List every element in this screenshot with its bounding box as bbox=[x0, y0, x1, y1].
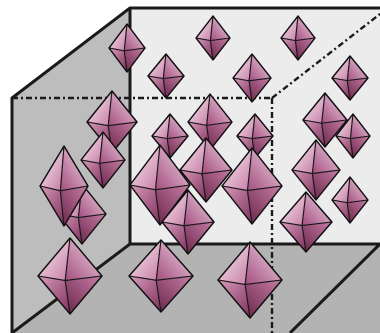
crystal-outline bbox=[302, 92, 348, 148]
crystal-11 bbox=[302, 92, 348, 148]
crystal-19 bbox=[129, 144, 191, 226]
crystal-9 bbox=[151, 113, 189, 159]
crystal-1 bbox=[108, 23, 146, 73]
crystal-20 bbox=[221, 147, 283, 225]
crystal-outline bbox=[331, 176, 369, 224]
crystal-outline bbox=[335, 113, 371, 159]
crystal-13 bbox=[80, 131, 126, 189]
crystal-17 bbox=[331, 176, 369, 224]
crystal-outline bbox=[161, 189, 215, 255]
dotted-frame bbox=[12, 13, 380, 333]
crystal-2 bbox=[195, 15, 231, 61]
crystal-outline bbox=[279, 191, 333, 253]
crystal-25 bbox=[217, 241, 283, 319]
crystal-4 bbox=[147, 53, 185, 99]
crystal-outline bbox=[291, 139, 341, 201]
crystal-outline bbox=[195, 15, 231, 61]
crystal-outline bbox=[147, 53, 185, 99]
crystal-outline bbox=[129, 144, 191, 226]
crystal-outline bbox=[39, 145, 89, 227]
crystal-21 bbox=[161, 189, 215, 255]
crystal-outline bbox=[331, 55, 369, 101]
crystal-outline bbox=[217, 241, 283, 319]
crystal-3 bbox=[280, 15, 316, 61]
crystal-outline bbox=[280, 15, 316, 61]
crystals-group bbox=[37, 15, 371, 319]
crystal-23 bbox=[37, 237, 103, 315]
crystal-14 bbox=[179, 137, 233, 203]
crystal-5 bbox=[232, 53, 272, 103]
crystal-outline bbox=[232, 53, 272, 103]
crystal-18 bbox=[39, 145, 89, 227]
crystal-outline bbox=[179, 137, 233, 203]
crystal-outline bbox=[128, 239, 194, 313]
crystal-10 bbox=[236, 113, 274, 159]
crystal-22 bbox=[279, 191, 333, 253]
crystal-15 bbox=[291, 139, 341, 201]
crystal-outline bbox=[80, 131, 126, 189]
crystal-outline bbox=[221, 147, 283, 225]
crystal-12 bbox=[335, 113, 371, 159]
crystal-24 bbox=[128, 239, 194, 313]
crystal-outline bbox=[37, 237, 103, 315]
crystal-outline bbox=[108, 23, 146, 73]
floor bbox=[12, 244, 380, 333]
crystal-6 bbox=[331, 55, 369, 101]
